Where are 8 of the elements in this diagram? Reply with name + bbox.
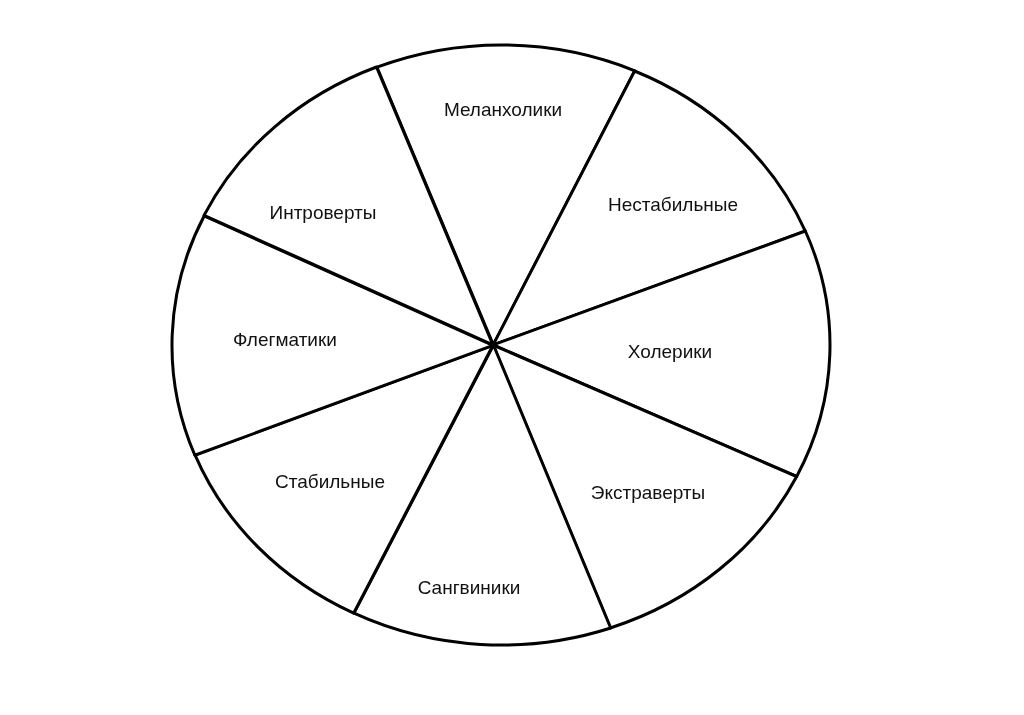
sector-label: Интроверты — [269, 202, 377, 224]
sector-label: Холерики — [627, 341, 713, 363]
sector-label: Сангвиники — [417, 577, 521, 599]
sector-label: Экстраверты — [590, 482, 706, 504]
sector-label: Стабильные — [275, 471, 385, 493]
sector-label: Нестабильные — [608, 194, 738, 216]
sector-label: Меланхолики — [443, 99, 563, 121]
sector-label: Флегматики — [233, 329, 337, 351]
